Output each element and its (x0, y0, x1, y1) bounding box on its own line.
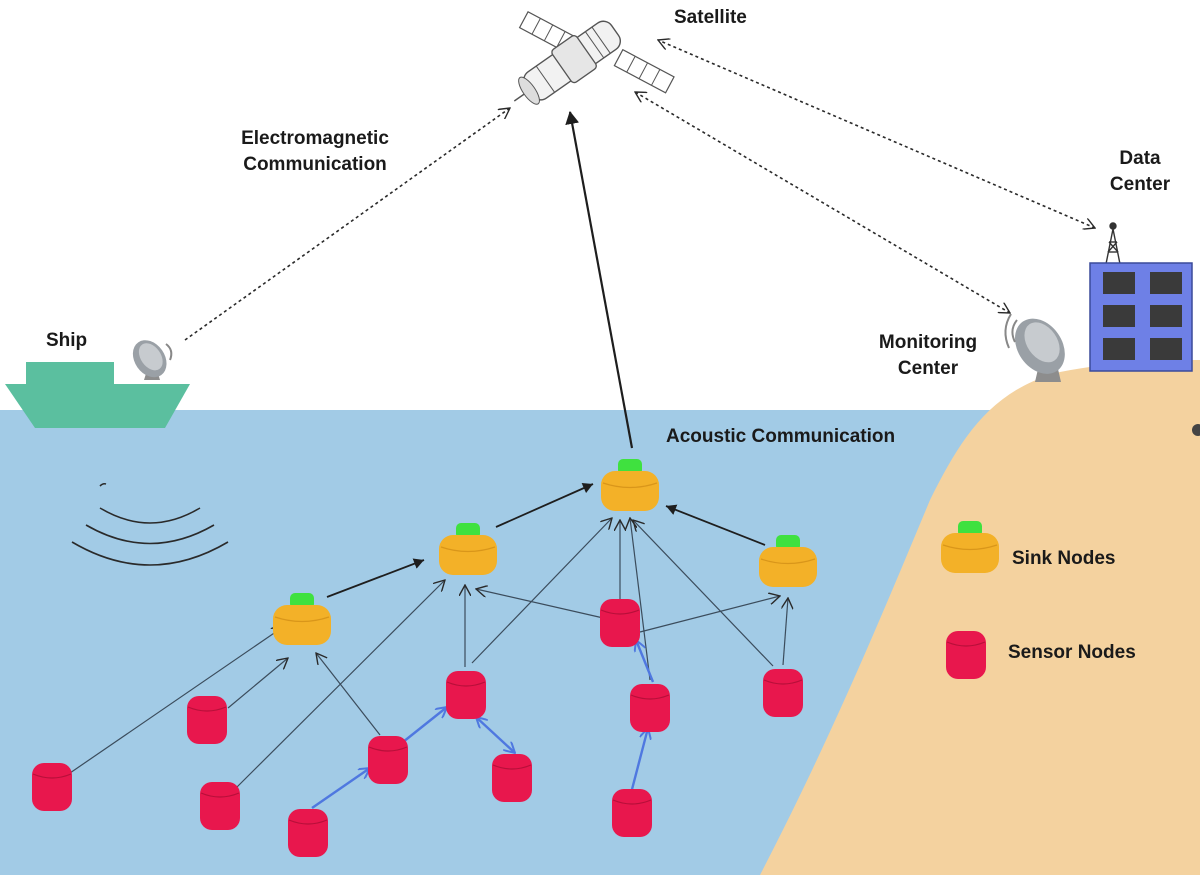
sink-uplinks (326, 483, 766, 598)
legend-sink-label: Sink Nodes (1012, 548, 1116, 569)
satellite-dish-icon (1004, 313, 1065, 382)
sink-node (273, 593, 331, 645)
sink-node (759, 535, 817, 587)
sensor-relay-links (311, 640, 655, 809)
sink-node (601, 459, 659, 511)
sensor-node (200, 782, 240, 830)
acoustic-label: Acoustic Communication (666, 426, 896, 447)
monitoring-center-label-line-2: Center (897, 358, 959, 379)
building-icon (1089, 262, 1193, 372)
legend-sink-icon (941, 521, 999, 573)
shore-land (760, 360, 1200, 875)
sensor-node (612, 789, 652, 837)
sensor-node (763, 669, 803, 717)
monitoring-center-label-line-1: Monitoring (878, 332, 978, 353)
sensor-node (446, 671, 486, 719)
sound-wave-icon (71, 482, 229, 566)
sensor-node (187, 696, 227, 744)
sink-node (439, 523, 497, 575)
ship-label: Ship (46, 330, 88, 351)
edge-dot (1192, 424, 1200, 436)
electromagnetic-label: Electromagnetic Communication (220, 126, 410, 178)
electromagnetic-label-line-1: Electromagnetic (241, 128, 389, 149)
sensor-node (600, 599, 640, 647)
monitoring-center-label: Monitoring Center (860, 330, 996, 382)
sink-nodes (273, 459, 817, 645)
legend-sensor-icon (946, 631, 986, 679)
legend-sensor-label: Sensor Nodes (1008, 642, 1136, 663)
data-center-label: Data Center (1095, 146, 1185, 198)
sensor-node (368, 736, 408, 784)
legend-icons (941, 521, 999, 679)
acoustic-uplink-arrow (565, 111, 634, 449)
radio-tower-icon (1105, 222, 1121, 265)
sensor-node (630, 684, 670, 732)
data-center-label-line-1: Data (1119, 148, 1161, 169)
sensor-node (492, 754, 532, 802)
sensor-node (288, 809, 328, 857)
satellite-dish-icon (132, 340, 173, 380)
satellite-icon (513, 10, 675, 105)
sensor-node (32, 763, 72, 811)
ship-icon (5, 362, 190, 428)
satellite-label: Satellite (674, 7, 747, 28)
data-center-label-line-2: Center (1109, 174, 1171, 195)
electromagnetic-label-line-2: Communication (243, 154, 387, 175)
sensor-nodes (32, 599, 803, 857)
acoustic-links (69, 518, 788, 788)
electromagnetic-links (184, 40, 1095, 341)
